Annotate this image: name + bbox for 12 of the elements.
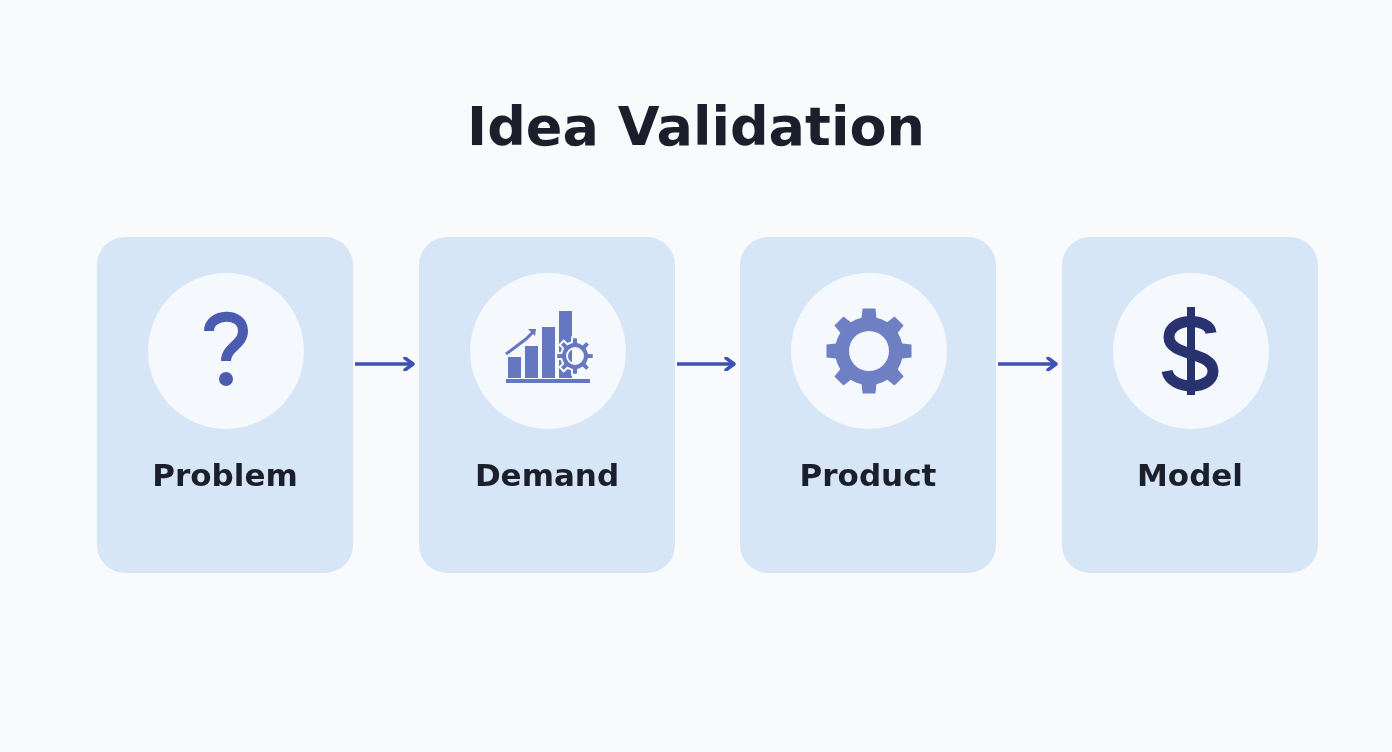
step-label: Problem [152,456,298,495]
step-label: Demand [474,456,620,495]
arrow [998,356,1058,372]
step-card [419,237,675,573]
step-card [1062,237,1318,573]
diagram-title: Idea Validation [467,94,925,160]
step-label: Product [799,456,937,495]
step-card [740,237,996,573]
arrow [355,356,415,372]
step-label: Model [1137,456,1243,495]
arrow [677,356,736,372]
step-card [97,237,353,573]
